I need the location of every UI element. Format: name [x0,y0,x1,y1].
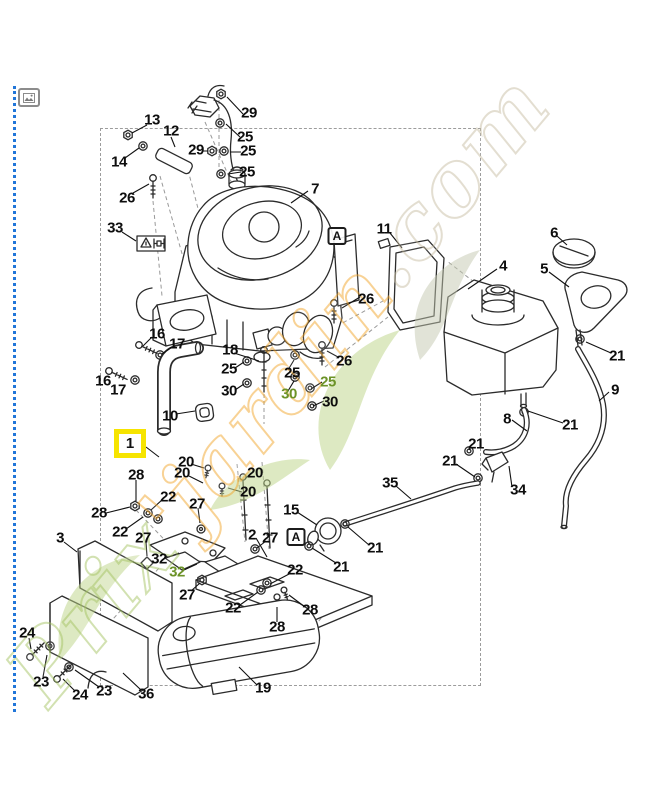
throttle-control-bracket [187,84,239,183]
part-number-25: 25 [284,364,300,382]
part-number-7: 7 [311,180,319,198]
part-number-28: 28 [302,601,318,619]
part-number-2: 2 [248,526,256,544]
muffler-19 [157,599,321,696]
part-number-30: 30 [322,393,338,411]
part-number-15: 15 [283,501,299,519]
tank-bracket-5 [564,271,628,347]
part-number-26: 26 [358,290,374,308]
part-number-18: 18 [222,341,238,359]
part-number-12: 12 [163,122,179,140]
part-number-25: 25 [221,360,237,378]
part-number-16: 16 [149,325,165,343]
part-number-27: 27 [189,495,205,513]
part-number-33: 33 [107,219,123,237]
part-number-17: 17 [169,335,185,353]
cap-27b [196,524,206,534]
drawing-dashed-border [100,128,481,686]
part-number-20: 20 [174,464,190,482]
part-number-25: 25 [237,128,253,146]
part-number-32: 32 [151,550,167,568]
callout-box-A: A [327,227,347,245]
fuel-hose-35 [342,480,481,527]
part-number-27: 27 [179,586,195,604]
safety-label-33 [136,235,166,252]
part-number-10: 10 [162,407,178,425]
part-number-25: 25 [320,373,336,391]
part-number-14: 14 [111,153,127,171]
pin-12 [155,147,193,175]
part-number-21: 21 [468,435,484,453]
part-number-8: 8 [503,410,511,428]
part-number-36: 36 [138,685,154,703]
fuel-valve-34 [481,451,509,483]
part-number-21: 21 [562,416,578,434]
image-placeholder-icon [18,88,40,107]
part-number-21: 21 [609,347,625,365]
part-number-22: 22 [160,488,176,506]
part-number-21: 21 [442,452,458,470]
part-number-29: 29 [188,141,204,159]
part-number-11: 11 [376,220,392,238]
part-number-35: 35 [382,474,398,492]
part-number-20: 20 [247,464,263,482]
part-number-26: 26 [119,189,135,207]
part-number-25: 25 [240,142,256,160]
fuel-tube-8 [483,407,530,456]
elbow-tube-1 [156,341,204,436]
fuel-cap [552,238,596,269]
fuel-line-9 [560,346,607,530]
part-number-25: 25 [239,163,255,181]
part-number-24: 24 [72,686,88,704]
part-number-28: 28 [128,466,144,484]
part-number-32: 32 [169,563,185,581]
part-number-23: 23 [96,682,112,700]
engine [135,166,360,363]
part-number-9: 9 [611,381,619,399]
selection-dotted-line [13,86,16,712]
part-number-19: 19 [255,679,271,697]
part-number-27: 27 [135,529,151,547]
highlighted-part-1-box: 1 [114,429,146,458]
bolt-18 [260,346,268,393]
part-number-22: 22 [287,561,303,579]
part-number-21: 21 [367,539,383,557]
part-number-4: 4 [499,257,507,275]
part-number-16: 16 [95,372,111,390]
part-number-22: 22 [225,599,241,617]
grommet-10 [194,402,215,423]
part-number-20: 20 [240,483,256,501]
part-number-13: 13 [144,111,160,129]
part-number-30: 30 [281,385,297,403]
part-number-28: 28 [91,504,107,522]
part-number-30: 30 [221,382,237,400]
part-number-23: 23 [33,673,49,691]
part-number-17: 17 [110,381,126,399]
part-number-27: 27 [262,529,278,547]
part-number-34: 34 [510,481,526,499]
part-number-5: 5 [540,260,548,278]
part-number-29: 29 [241,104,257,122]
part-number-28: 28 [269,618,285,636]
part-number-6: 6 [550,224,558,242]
highlighted-part-number: 1 [125,435,135,452]
callout-box-A: A [286,528,306,546]
part-number-22: 22 [112,523,128,541]
part-number-24: 24 [19,624,35,642]
part-number-3: 3 [56,529,64,547]
part-number-26: 26 [336,352,352,370]
part-number-21: 21 [333,558,349,576]
part-number-20: 20 [178,453,194,471]
